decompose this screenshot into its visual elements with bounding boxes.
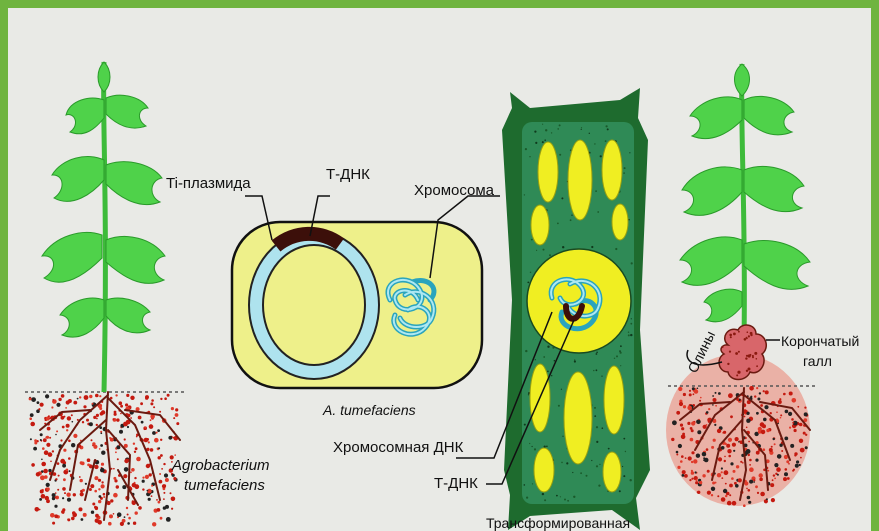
diagram-canvas: Agrobacterium tumefaciens Ti-плазмида Т-… (8, 8, 871, 531)
diagram-svg: Agrobacterium tumefaciens Ti-плазмида Т-… (8, 8, 871, 531)
chromosomal-dna-label: Хромосомная ДНК (333, 439, 464, 456)
right-plant: Олины Корончатый галл (666, 64, 859, 507)
bacterium-species-label: A. tumefaciens (322, 402, 416, 418)
bacterium-cell (232, 222, 482, 388)
bacterium: Ti-плазмида Т-ДНК Хромосома A. tumefacie… (166, 166, 500, 418)
t-dna-top-label: Т-ДНК (326, 166, 370, 183)
crown-gall-label-line1: Корончатый (781, 333, 859, 349)
agrobacterium-label-line1: Agrobacterium (171, 457, 270, 474)
chromosome-label: Хромосома (414, 182, 495, 199)
crown-gall (719, 325, 766, 379)
crown-gall-label-line2: галл (803, 353, 832, 369)
agrobacterium-label-line2: tumefaciens (184, 477, 265, 494)
t-dna-bottom-label: Т-ДНК (434, 475, 478, 492)
ti-plasmid-label: Ti-плазмида (166, 175, 251, 192)
transformed-label: Трансформированная (486, 515, 630, 531)
